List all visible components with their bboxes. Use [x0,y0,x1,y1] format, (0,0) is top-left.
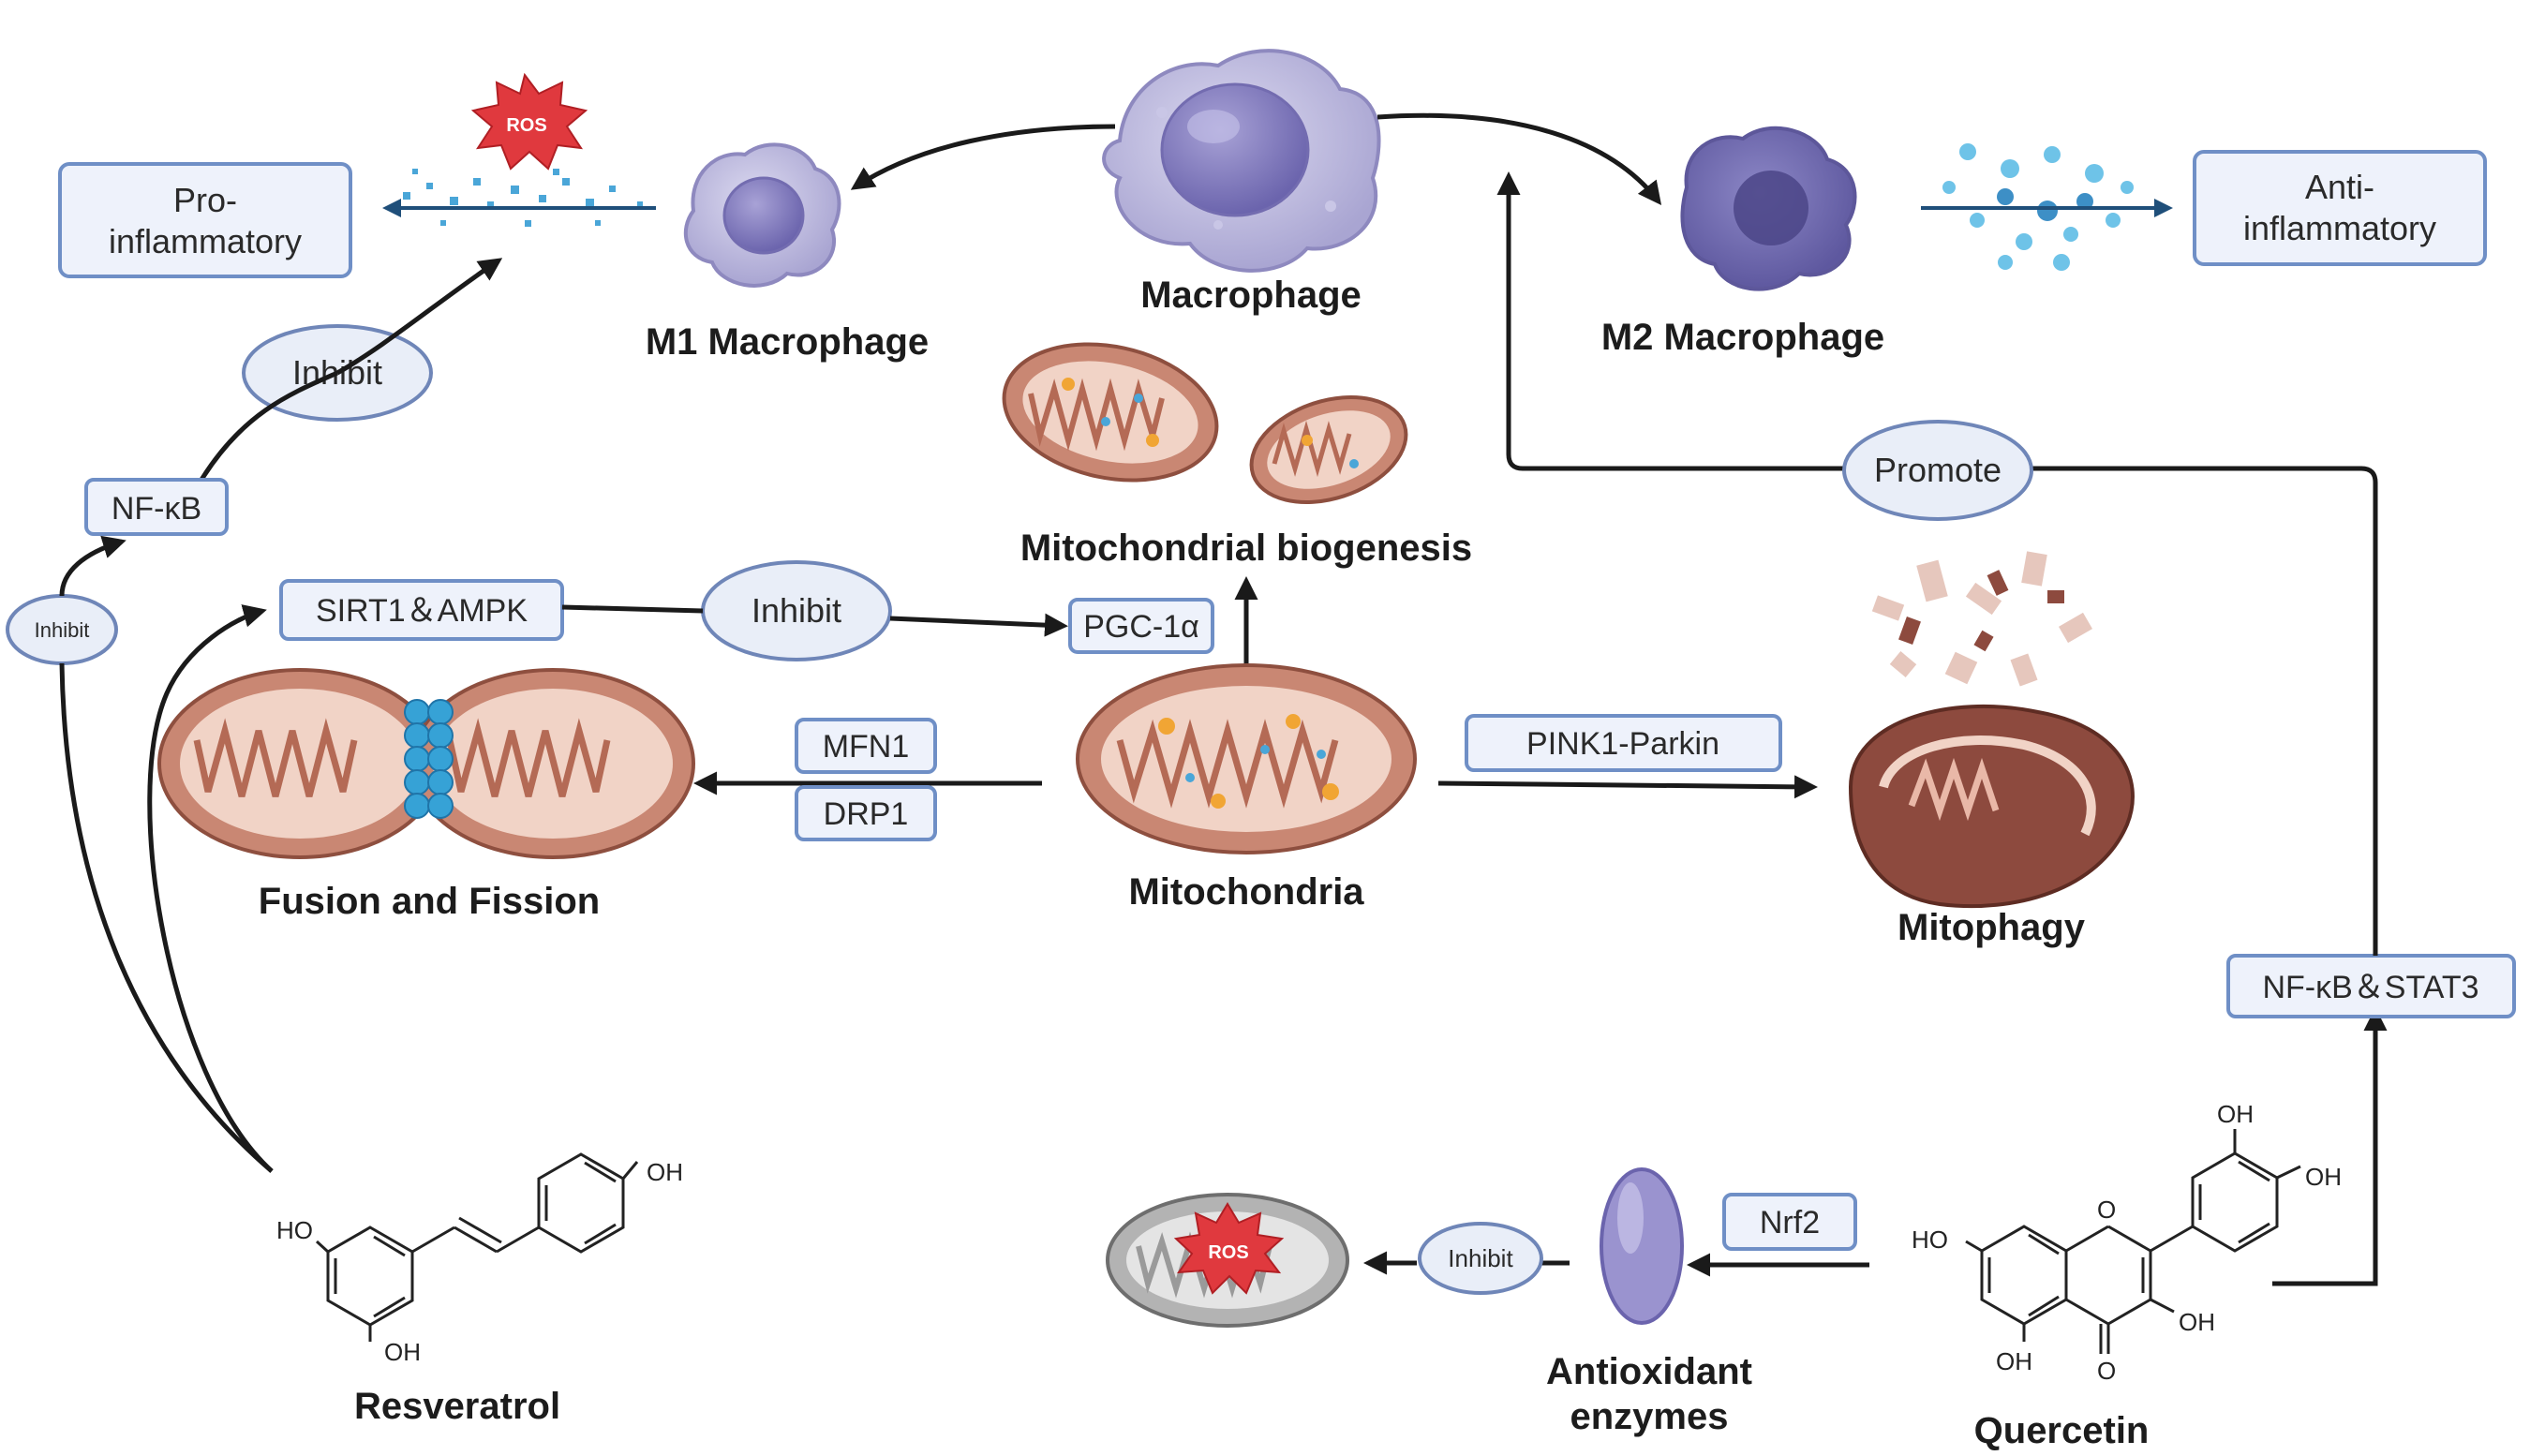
pink1-parkin-box: PINK1-Parkin [1465,714,1782,772]
quercetin-oh-4p: OH [2305,1163,2342,1191]
anti-inflammatory-particles-icon [1942,143,2134,271]
arrow-quercetin-to-nfkb-stat3 [2272,1007,2388,1286]
promote-oval: Promote [1842,420,2033,521]
resveratrol-label: Resveratrol [354,1386,560,1427]
anti-inflammatory-line1: Anti- [2305,168,2374,206]
promote-label: Promote [1874,451,2002,489]
sirt1-ampk-box: SIRT1＆AMPK [279,579,564,641]
antioxidant-enzyme-icon [1600,1167,1684,1325]
arrow-inhibit-to-pgc1a [889,613,1068,637]
pink1-parkin-label: PINK1-Parkin [1526,726,1719,762]
mitophagy-icon [1848,551,2135,909]
quercetin-oh-3: OH [2179,1308,2215,1336]
nfkb-box: NF-κB [84,478,229,536]
macrophage-label: Macrophage [1140,275,1362,316]
arrow-macrophage-to-m1 [850,124,1116,190]
nfkb-label: NF-κB [112,491,201,527]
mitochondrion-icon-center [1076,663,1417,854]
m2-macrophage-cell-icon [1680,126,1857,291]
inhibit-oval-left: Inhibit [6,594,118,665]
arrow-nfkb-to-m1 [199,260,499,482]
ros-particles-icon [403,169,643,227]
m2-macrophage-label: M2 Macrophage [1601,317,1884,358]
nfkb-stat3-label: NF-κB＆STAT3 [2262,970,2478,1005]
ros-top-label: ROS [506,115,546,136]
inhibit-mid-label: Inhibit [752,591,841,630]
quercetin-oh-3p: OH [2217,1100,2254,1128]
inhibit-oval-bottom: Inhibit [1418,1222,1543,1295]
ros-burst-icon: ROS [470,72,588,171]
arrow-resveratrol-left-1 [59,662,274,1173]
inhibit-oval-mid: Inhibit [701,560,892,661]
sirt1-ampk-label: SIRT1＆AMPK [316,593,528,629]
pro-inflammatory-line1: Pro- [173,181,237,219]
fusion-fission-label: Fusion and Fission [259,881,600,922]
mitochondrial-biogenesis-label: Mitochondrial biogenesis [1020,527,1472,569]
quercetin-oh-5: OH [1996,1347,2032,1375]
macrophage-cell-icon [1102,49,1381,273]
arrow-macrophage-to-m2 [1377,112,1662,205]
anti-inflammatory-line2: inflammatory [2243,209,2436,247]
resveratrol-oh-2: OH [384,1338,421,1366]
line-sirt1-to-inhibit [561,604,704,614]
pro-inflammatory-box: Pro- inflammatory [58,162,352,278]
arrow-inhibit-to-nfkb [59,535,126,597]
drp1-label: DRP1 [824,796,909,832]
quercetin-label: Quercetin [1974,1410,2150,1451]
quercetin-keto-o: O [2097,1357,2116,1385]
m1-macrophage-label: M1 Macrophage [646,321,929,363]
anti-inflammatory-box: Anti- inflammatory [2193,150,2487,266]
pro-inflammatory-line2: inflammatory [109,222,302,260]
mfn1-box: MFN1 [795,718,937,774]
arrow-mitochondria-to-mitophagy [1437,775,1818,799]
ros-bottom-label: ROS [1208,1242,1248,1263]
nrf2-box: Nrf2 [1722,1193,1857,1251]
antioxidant-label-line1: Antioxidant [1546,1351,1752,1392]
inhibit-bottom-label: Inhibit [1448,1244,1513,1272]
antioxidant-label-line2: enzymes [1570,1396,1729,1437]
quercetin-ho-7: HO [1912,1226,1948,1254]
mitochondrion-icon-biogenesis-1 [1002,342,1219,483]
quercetin-ring-o: O [2097,1196,2116,1224]
damaged-mitochondrion-icon: ROS [1106,1193,1349,1328]
mitophagy-label: Mitophagy [1898,907,2086,948]
resveratrol-ho: HO [276,1216,313,1244]
pgc1a-label: PGC-1α [1083,609,1199,645]
mitochondrion-icon-biogenesis-2 [1249,395,1408,504]
nfkb-stat3-box: NF-κB＆STAT3 [2226,954,2516,1018]
drp1-box: DRP1 [795,785,937,841]
resveratrol-structure: OH HO OH [276,1152,683,1366]
mfn1-label: MFN1 [823,729,910,765]
quercetin-structure: O O OH OH OH HO OH [1912,1100,2342,1385]
m1-macrophage-cell-icon [683,142,841,288]
resveratrol-oh-1: OH [647,1158,683,1186]
fusion-fission-mitochondria-icon [157,668,695,859]
arrow-resveratrol-to-sirt1 [147,604,274,1173]
mitochondria-label: Mitochondria [1128,871,1364,913]
pgc1a-box: PGC-1α [1068,598,1214,654]
nrf2-label: Nrf2 [1760,1205,1820,1241]
inhibit-left-label: Inhibit [35,618,90,642]
